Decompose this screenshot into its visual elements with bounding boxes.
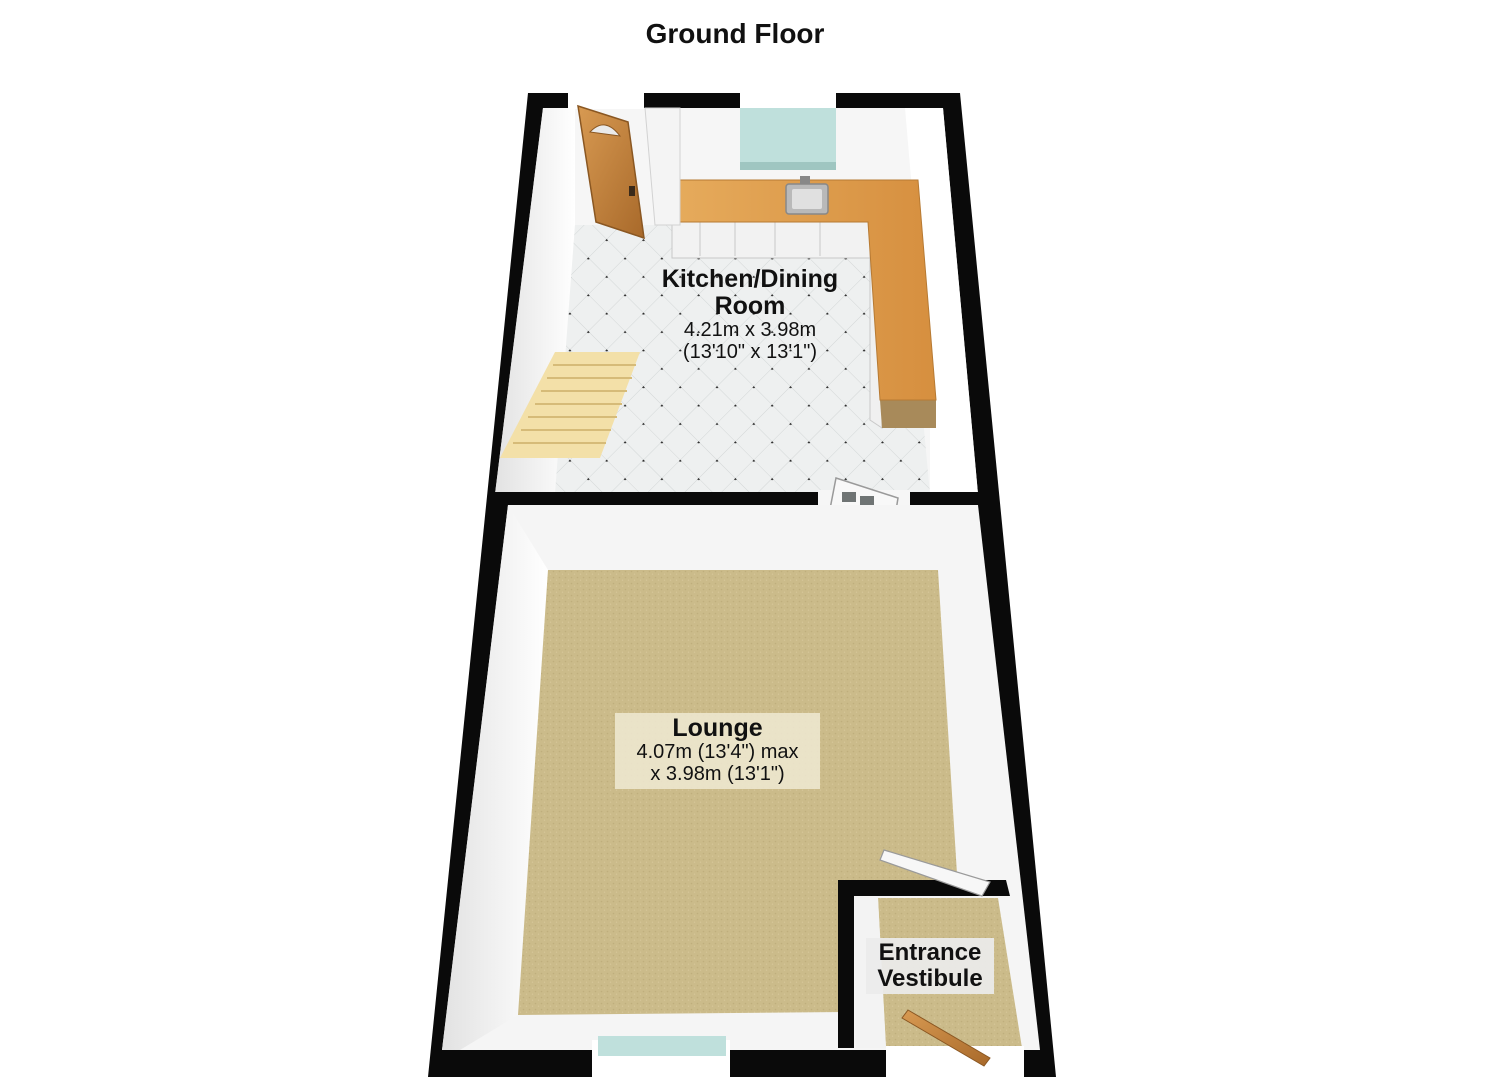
kitchen-tiled-floor (555, 225, 930, 494)
kitchen-name-line2: Room (714, 292, 786, 320)
vestibule-inner-door (879, 849, 991, 897)
rear-door (577, 104, 645, 240)
rear-door-handle (629, 186, 635, 196)
rear-door-gap (568, 93, 644, 109)
vestibule-label: Entrance Vestibule (866, 938, 994, 994)
kitchen-name-line1: Kitchen/Dining (661, 265, 839, 293)
kitchen-base-units-front (671, 219, 871, 259)
staircase (500, 352, 640, 458)
kitchen-window-sill (740, 162, 836, 170)
kitchen-window-gap (740, 93, 836, 109)
front-door-gap (886, 1046, 1024, 1080)
lounge-carpet (518, 570, 958, 1015)
kitchen-right-wall-face (905, 108, 978, 494)
vestibule-name-line1: Entrance (878, 939, 982, 966)
page-title: Ground Floor (645, 18, 825, 49)
vestibule-name-line2: Vestibule (877, 964, 983, 992)
kitchen-window-glass (740, 108, 836, 170)
front-door (901, 1009, 991, 1067)
rear-door-fanlight (588, 124, 622, 137)
lounge-name: Lounge (672, 714, 763, 742)
lounge-left-wall-face (442, 505, 548, 1050)
lounge-label: Lounge 4.07m (13'4") max x 3.98m (13'1") (615, 713, 820, 790)
kitchen-side-units-end (880, 400, 936, 428)
kitchen-dim-metric: 4.21m x 3.98m (683, 319, 817, 341)
lounge-dim-line1: 4.07m (13'4") max (636, 741, 799, 763)
kitchen-label: Kitchen/Dining Room 4.21m x 3.98m (13'10… (620, 266, 880, 363)
kitchen-tall-unit (644, 107, 681, 226)
kitchen-dim-imperial: (13'10" x 13'1") (682, 340, 818, 363)
lounge-window-glass (598, 1036, 726, 1056)
lounge-dim-line2: x 3.98m (13'1") (650, 762, 785, 785)
kitchen-tap (800, 176, 810, 184)
